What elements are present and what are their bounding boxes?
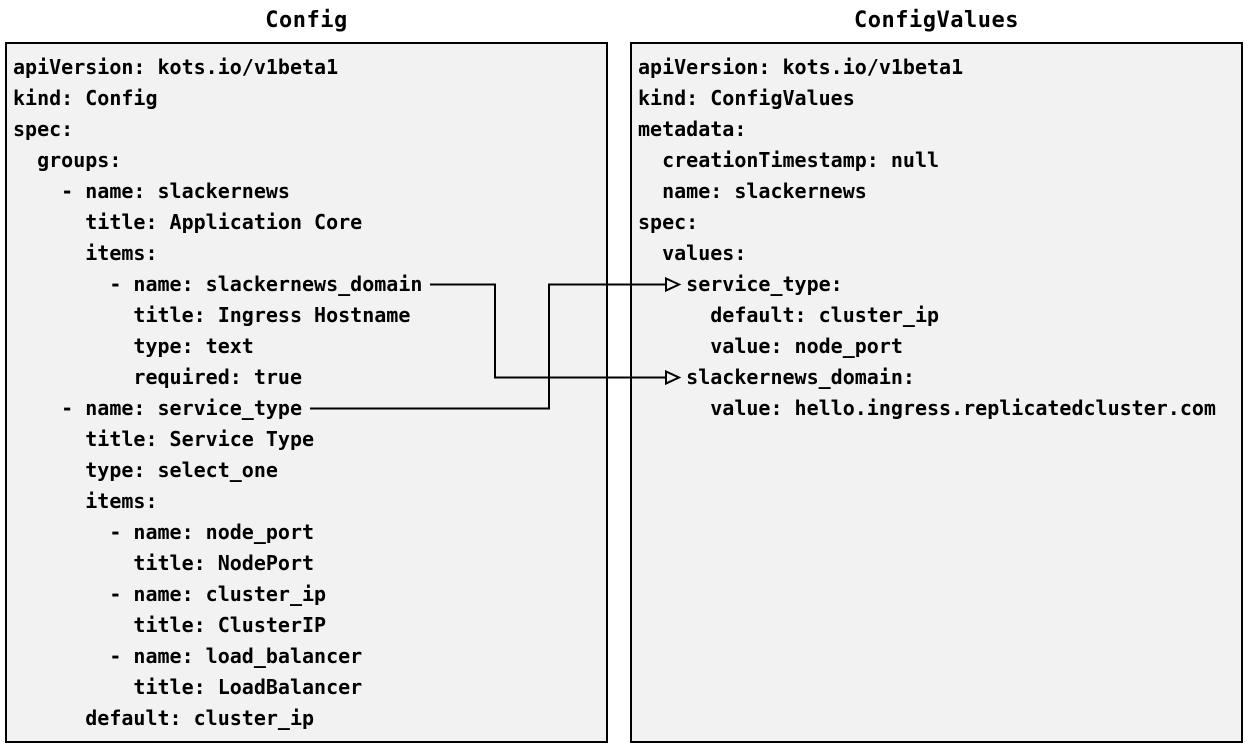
configvalues-panel: apiVersion: kots.io/v1beta1 kind: Config… — [630, 42, 1243, 743]
configvalues-yaml-code: apiVersion: kots.io/v1beta1 kind: Config… — [638, 55, 1216, 420]
config-panel-title: Config — [265, 8, 348, 33]
config-yaml-code: apiVersion: kots.io/v1beta1 kind: Config… — [13, 55, 423, 730]
config-panel: apiVersion: kots.io/v1beta1 kind: Config… — [5, 42, 608, 743]
configvalues-panel-title: ConfigValues — [854, 8, 1019, 33]
